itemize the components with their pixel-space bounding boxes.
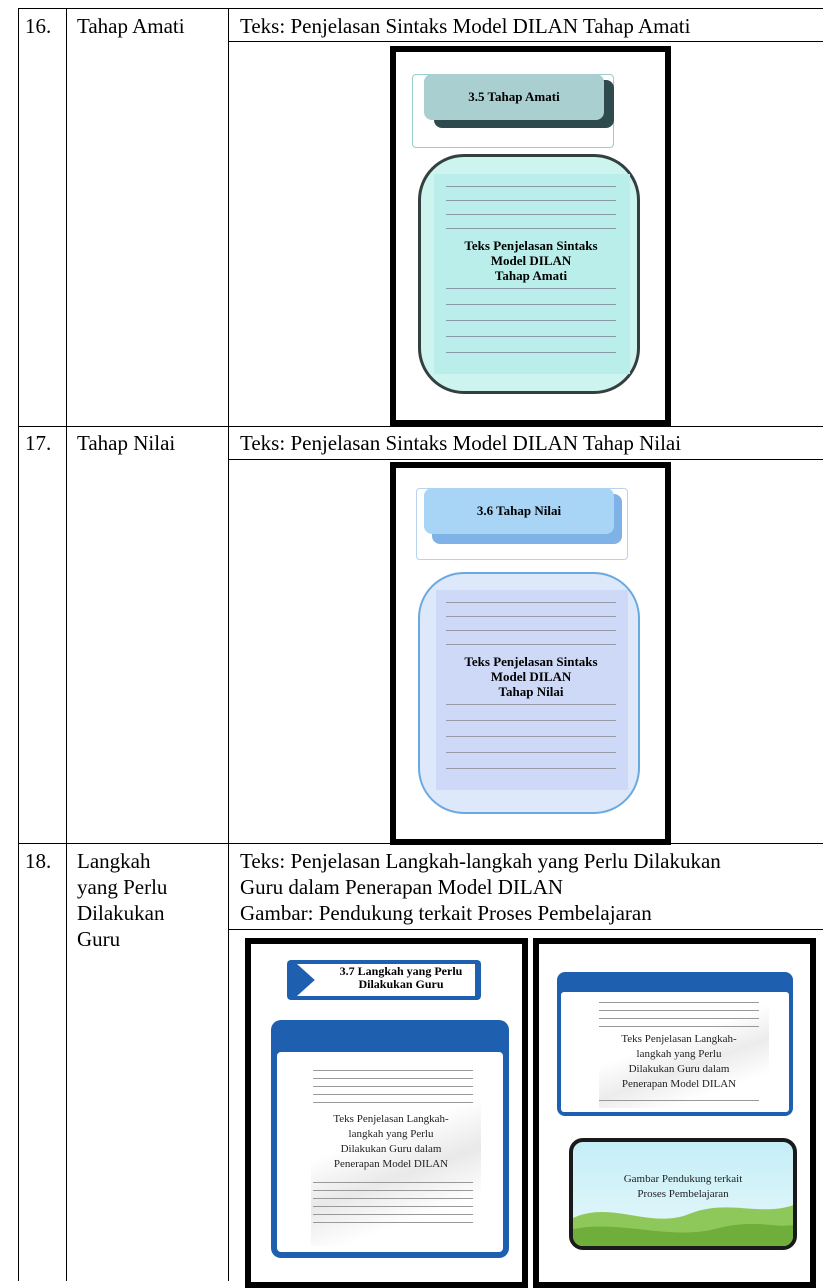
paper-line xyxy=(313,1222,473,1223)
paper-line xyxy=(599,1002,759,1003)
slide-body-line: Tahap Nilai xyxy=(498,684,564,699)
column-divider xyxy=(66,9,67,1281)
paper-line xyxy=(446,228,616,229)
paper-line xyxy=(446,214,616,215)
slide-header-label: Dilakukan Guru xyxy=(358,977,444,991)
slide-body-line: Tahap Amati xyxy=(494,268,568,283)
step-name: Tahap Nilai xyxy=(77,431,176,455)
paper-line xyxy=(313,1182,473,1183)
slide-body-line: Dilakukan Guru dalam xyxy=(628,1063,730,1075)
paper-line xyxy=(446,736,616,737)
step-description-line: Guru dalam Penerapan Model DILAN xyxy=(240,875,564,899)
slide-paper xyxy=(436,590,628,790)
paper-line xyxy=(313,1078,473,1079)
slide-header-inner xyxy=(297,964,475,996)
slide-body-line: Dilakukan Guru dalam xyxy=(340,1143,442,1155)
paper-line xyxy=(446,186,616,187)
paper-line xyxy=(599,1018,759,1019)
slide-body-line: Model DILAN xyxy=(490,669,572,684)
paper-line xyxy=(446,752,616,753)
paper-line xyxy=(446,720,616,721)
sintaks-table: 16. Tahap Amati Teks: Penjelasan Sintaks… xyxy=(18,8,823,1281)
image-card-line: Proses Pembelajaran xyxy=(637,1188,729,1200)
slide-body-line: Penerapan Model DILAN xyxy=(333,1158,449,1170)
paper-line xyxy=(446,336,616,337)
paper-line xyxy=(446,352,616,353)
cell-divider xyxy=(228,459,823,460)
paper-line xyxy=(313,1206,473,1207)
slide-body-line: Model DILAN xyxy=(490,253,572,268)
paper-line xyxy=(446,704,616,705)
row-number: 16. xyxy=(25,14,52,38)
landscape-icon xyxy=(573,1205,793,1246)
slide-body-line: Teks Penjelasan Langkah- xyxy=(333,1113,449,1125)
slide-header: 3.5 Tahap Amati xyxy=(424,74,604,120)
step-description: Teks: Penjelasan Sintaks Model DILAN Tah… xyxy=(240,431,682,455)
row-number: 18. xyxy=(25,849,52,873)
paper-line xyxy=(446,288,616,289)
slide-body-line: Teks Penjelasan Sintaks xyxy=(464,238,598,253)
paper-line xyxy=(599,1010,759,1011)
step-description-line: Teks: Penjelasan Langkah-langkah yang Pe… xyxy=(240,849,721,873)
paper-line xyxy=(313,1102,473,1103)
paper-line xyxy=(313,1070,473,1071)
step-description: Teks: Penjelasan Sintaks Model DILAN Tah… xyxy=(240,14,691,38)
paper-line xyxy=(313,1190,473,1191)
slide-paper xyxy=(434,174,630,374)
paper-line xyxy=(313,1198,473,1199)
image-card: Gambar Pendukung terkait Proses Pembelaj… xyxy=(569,1138,797,1250)
slide-preview-amati: 3.5 Tahap Amati Teks Penjelasan Sintaks … xyxy=(390,46,671,426)
slide-body-line: Penerapan Model DILAN xyxy=(621,1078,737,1090)
slide-preview-nilai: 3.6 Tahap Nilai Teks Penjelasan Sintaks … xyxy=(390,462,671,845)
slide-header-label: 3.6 Tahap Nilai xyxy=(476,503,562,518)
slide-header-label: 3.7 Langkah yang Perlu xyxy=(339,964,463,978)
paper-line xyxy=(446,768,616,769)
slide-body-line: Teks Penjelasan Sintaks xyxy=(464,654,598,669)
slide-paper xyxy=(599,996,769,1108)
slide-header: 3.6 Tahap Nilai xyxy=(424,488,614,534)
cell-divider xyxy=(228,929,823,930)
column-divider xyxy=(228,9,229,1281)
slide-preview-guru-image: Teks Penjelasan Langkah- langkah yang Pe… xyxy=(533,938,816,1288)
row-number: 17. xyxy=(25,431,52,455)
row-divider xyxy=(19,426,823,427)
paper-line xyxy=(446,320,616,321)
slide-paper xyxy=(311,1060,481,1246)
paper-line xyxy=(599,1100,759,1101)
step-name-line: Guru xyxy=(77,927,121,951)
step-name-line: Dilakukan xyxy=(77,901,165,925)
paper-line xyxy=(313,1086,473,1087)
step-name-line: Langkah xyxy=(77,849,151,873)
step-description-line: Gambar: Pendukung terkait Proses Pembela… xyxy=(240,901,652,925)
slide-body-line: langkah yang Perlu xyxy=(348,1128,434,1140)
paper-line xyxy=(446,644,616,645)
paper-line xyxy=(446,200,616,201)
paper-line xyxy=(446,630,616,631)
paper-line xyxy=(446,616,616,617)
step-name: Tahap Amati xyxy=(77,14,185,38)
paper-line xyxy=(313,1214,473,1215)
paper-line xyxy=(446,304,616,305)
slide-preview-guru-text: 3.7 Langkah yang Perlu Dilakukan Guru Te… xyxy=(245,938,528,1288)
paper-line xyxy=(313,1094,473,1095)
slide-body-line: Teks Penjelasan Langkah- xyxy=(621,1033,737,1045)
paper-line xyxy=(599,1026,759,1027)
image-card-line: Gambar Pendukung terkait xyxy=(623,1173,743,1185)
cell-divider xyxy=(228,41,823,42)
slide-body-line: langkah yang Perlu xyxy=(636,1048,722,1060)
paper-line xyxy=(446,602,616,603)
step-name-line: yang Perlu xyxy=(77,875,168,899)
slide-header-label: 3.5 Tahap Amati xyxy=(468,89,560,104)
